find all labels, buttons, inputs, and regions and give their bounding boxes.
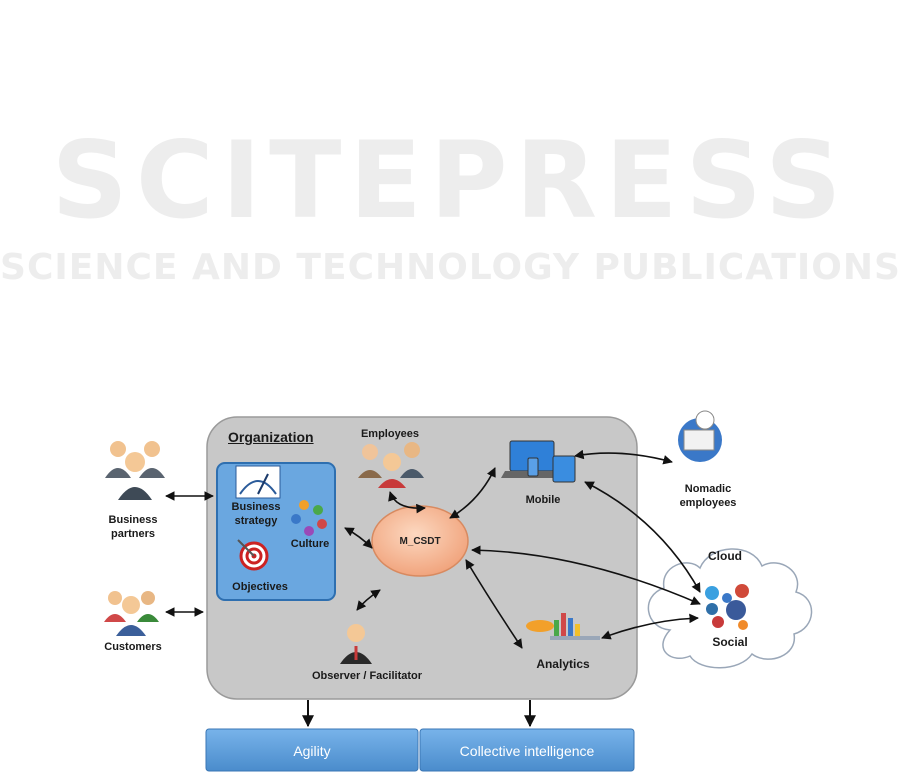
collective-intelligence-label: Collective intelligence xyxy=(420,730,634,772)
mobile-label: Mobile xyxy=(508,493,578,507)
culture-label: Culture xyxy=(280,537,340,551)
analytics-label: Analytics xyxy=(521,657,605,671)
organization-title: Organization xyxy=(228,429,314,445)
employees-label: Employees xyxy=(350,427,430,441)
business-partners-icon xyxy=(105,441,165,500)
objectives-label: Objectives xyxy=(222,580,298,594)
business-partners-label: Business partners xyxy=(88,513,178,541)
business-strategy-label: Business strategy xyxy=(223,500,289,528)
business-strategy-icon xyxy=(236,466,280,498)
nomadic-employees-label: Nomadic employees xyxy=(668,482,748,510)
core-label: M_CSDT xyxy=(372,536,468,547)
observer-label: Observer / Facilitator xyxy=(297,669,437,683)
cloud-label: Cloud xyxy=(700,549,750,563)
headset-person-icon xyxy=(678,411,722,462)
agility-label: Agility xyxy=(206,730,418,772)
customers-icon xyxy=(104,591,159,636)
social-label: Social xyxy=(700,635,760,649)
customers-label: Customers xyxy=(88,640,178,654)
